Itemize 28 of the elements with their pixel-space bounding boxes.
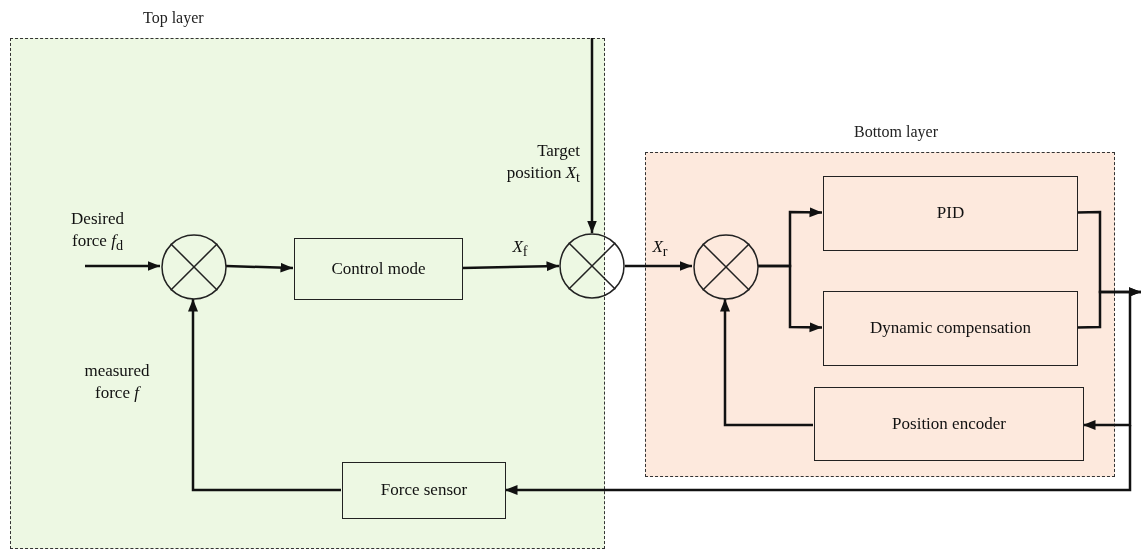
process-box	[823, 291, 1078, 366]
signal-arrow	[720, 299, 813, 427]
region-heading: Bottom layer	[854, 123, 938, 141]
process-box	[823, 176, 1078, 251]
edge-label: measured force f	[83, 360, 151, 405]
signal-arrow	[625, 261, 692, 271]
signal-arrow	[85, 261, 160, 271]
box-label: Control mode	[330, 257, 427, 280]
edge-label: Desired force f$_{d}$	[70, 208, 125, 255]
signal-arrow	[587, 38, 597, 233]
signal-arrow	[1076, 287, 1141, 329]
edge-label: X$_{f}$	[511, 236, 529, 261]
box-label: PID	[935, 202, 966, 225]
signal-arrow	[225, 262, 294, 273]
process-box	[294, 238, 463, 300]
signal-arrow	[1083, 292, 1132, 430]
box-label: Force sensor	[379, 479, 469, 502]
process-box	[814, 387, 1084, 461]
box-label: Position encoder	[891, 412, 1007, 435]
signal-arrow	[505, 425, 1132, 495]
signal-arrow	[461, 261, 560, 272]
signal-arrow	[188, 299, 341, 492]
process-box	[342, 462, 506, 519]
edge-label: Target position X$_{t}$	[505, 140, 580, 187]
edge-label: X$_{r}$	[651, 236, 669, 261]
box-label: Dynamic compensation	[869, 317, 1032, 340]
region-heading: Top layer	[143, 9, 204, 27]
signal-arrow	[758, 264, 823, 333]
